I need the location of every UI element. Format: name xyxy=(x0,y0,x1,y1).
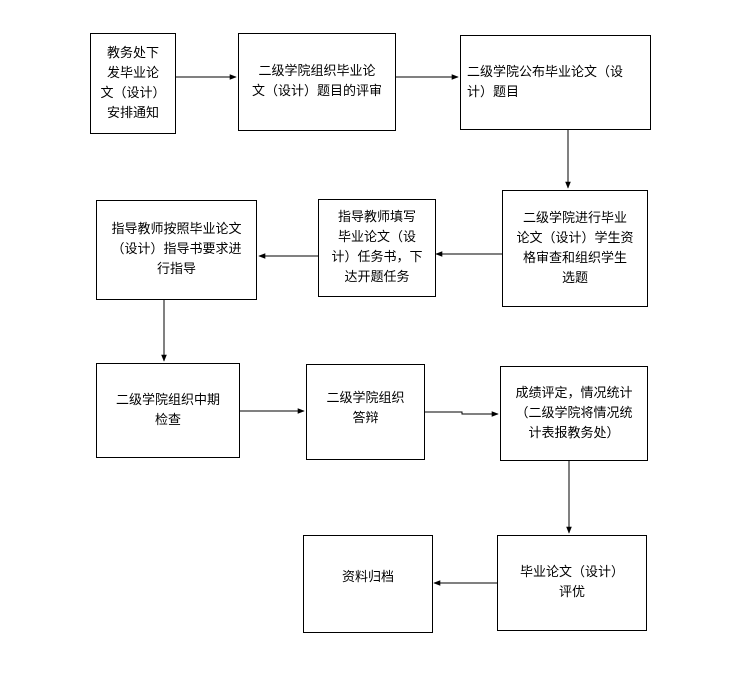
node-grading: 成绩评定，情况统计 （二级学院将情况统 计表报教务处） xyxy=(500,366,648,461)
node-qualification-review: 二级学院进行毕业 论文（设计）学生资 格审查和组织学生 选题 xyxy=(502,190,648,307)
node-topic-review: 二级学院组织毕业论 文（设计）题目的评审 xyxy=(238,33,396,131)
node-task-assignment-label: 指导教师填写 毕业论文（设 计）任务书，下 达开题任务 xyxy=(331,210,423,285)
node-grading-label: 成绩评定，情况统计 （二级学院将情况统 计表报教务处） xyxy=(515,385,633,441)
node-excellence-review-label: 毕业论文（设计） 评优 xyxy=(519,565,624,600)
node-task-assignment: 指导教师填写 毕业论文（设 计）任务书，下 达开题任务 xyxy=(318,199,436,297)
node-midterm-check-label: 二级学院组织中期 检查 xyxy=(115,392,220,428)
arrow-n8-to-n9 xyxy=(425,411,499,417)
node-midterm-check: 二级学院组织中期 检查 xyxy=(96,363,240,458)
node-archive: 资料归档 xyxy=(303,535,433,633)
node-archive-label: 资料归档 xyxy=(341,570,394,585)
node-notice: 教务处下 发毕业论 文（设计） 安排通知 xyxy=(90,33,176,134)
node-defense-label: 二级学院组织 答辩 xyxy=(326,391,405,426)
node-excellence-review: 毕业论文（设计） 评优 xyxy=(497,535,647,631)
node-topic-publish-label: 二级学院公布毕业论文（设 计）题目 xyxy=(467,64,624,100)
node-qualification-review-label: 二级学院进行毕业 论文（设计）学生资 格审查和组织学生 选题 xyxy=(516,210,634,286)
node-notice-label: 教务处下 发毕业论 文（设计） 安排通知 xyxy=(100,45,166,121)
node-topic-publish: 二级学院公布毕业论文（设 计）题目 xyxy=(460,35,651,130)
node-defense: 二级学院组织 答辩 xyxy=(306,364,425,460)
node-guidance: 指导教师按照毕业论文 （设计）指导书要求进 行指导 xyxy=(96,200,257,300)
node-guidance-label: 指导教师按照毕业论文 （设计）指导书要求进 行指导 xyxy=(111,222,242,277)
node-topic-review-label: 二级学院组织毕业论 文（设计）题目的评审 xyxy=(251,64,382,99)
